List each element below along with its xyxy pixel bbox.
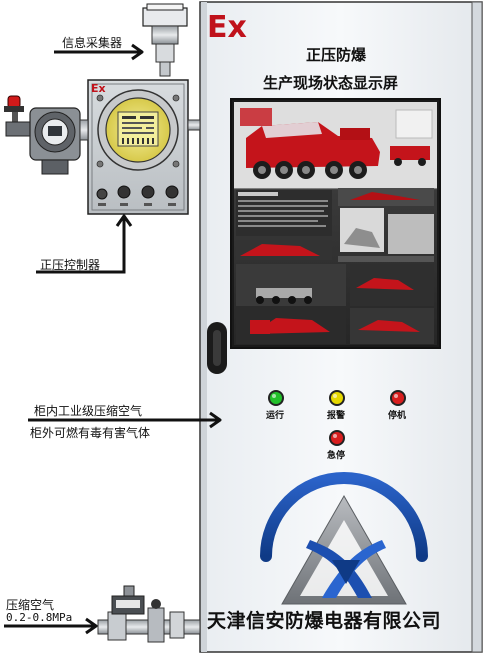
controller-ex-mark: Ex xyxy=(91,82,106,95)
label-pressure-range: 0.2-0.8MPa xyxy=(6,611,73,624)
label-pressure-controller: 正压控制器 xyxy=(40,258,101,272)
lamp-emergency-stop[interactable] xyxy=(331,432,343,444)
arrow-info-collector xyxy=(54,43,144,61)
lamp-stop[interactable] xyxy=(392,392,404,404)
label-outside-gas: 柜外可燃有毒有害气体 xyxy=(30,426,151,440)
lamp-run[interactable] xyxy=(270,392,282,404)
cabinet-title: 正压防爆 xyxy=(306,46,367,64)
arrow-pressure-controller xyxy=(36,214,133,274)
arrow-gas-to-cabinet xyxy=(28,411,222,429)
label-compressed-air: 压缩空气 xyxy=(6,598,55,612)
lamp-alarm-highlight xyxy=(333,394,337,398)
lamp-emergency-stop-highlight xyxy=(333,434,337,438)
lamp-run-label: 运行 xyxy=(266,411,285,421)
controller-knobs[interactable] xyxy=(96,185,179,206)
lamp-stop-label: 停机 xyxy=(388,411,407,421)
spec-panels xyxy=(236,188,434,262)
lamp-alarm[interactable] xyxy=(331,392,343,404)
cabinet-subtitle: 生产现场状态显示屏 xyxy=(263,74,399,92)
gas-detector xyxy=(4,95,89,175)
indicator-lamps xyxy=(268,390,406,446)
lamp-emergency-stop-label: 急停 xyxy=(327,451,346,461)
company-logo xyxy=(260,472,428,605)
lamp-alarm-label: 报警 xyxy=(327,411,346,421)
label-info-collector: 信息采集器 xyxy=(62,36,123,50)
lamp-run-highlight xyxy=(272,394,276,398)
lamp-stop-highlight xyxy=(394,394,398,398)
cabinet-ex-mark: Ex xyxy=(207,10,247,45)
compressed-air-valve xyxy=(97,585,201,643)
info-collector-device xyxy=(142,3,188,77)
arrow-compressed-air xyxy=(4,617,98,635)
vehicle-illustration xyxy=(240,108,433,179)
status-display-screen xyxy=(230,98,441,349)
chassis-panels xyxy=(236,264,434,344)
company-name: 天津信安防爆电器有限公司 xyxy=(207,610,442,632)
pressure-controller-box xyxy=(87,79,201,215)
label-inside-air: 柜内工业级压缩空气 xyxy=(34,404,143,418)
